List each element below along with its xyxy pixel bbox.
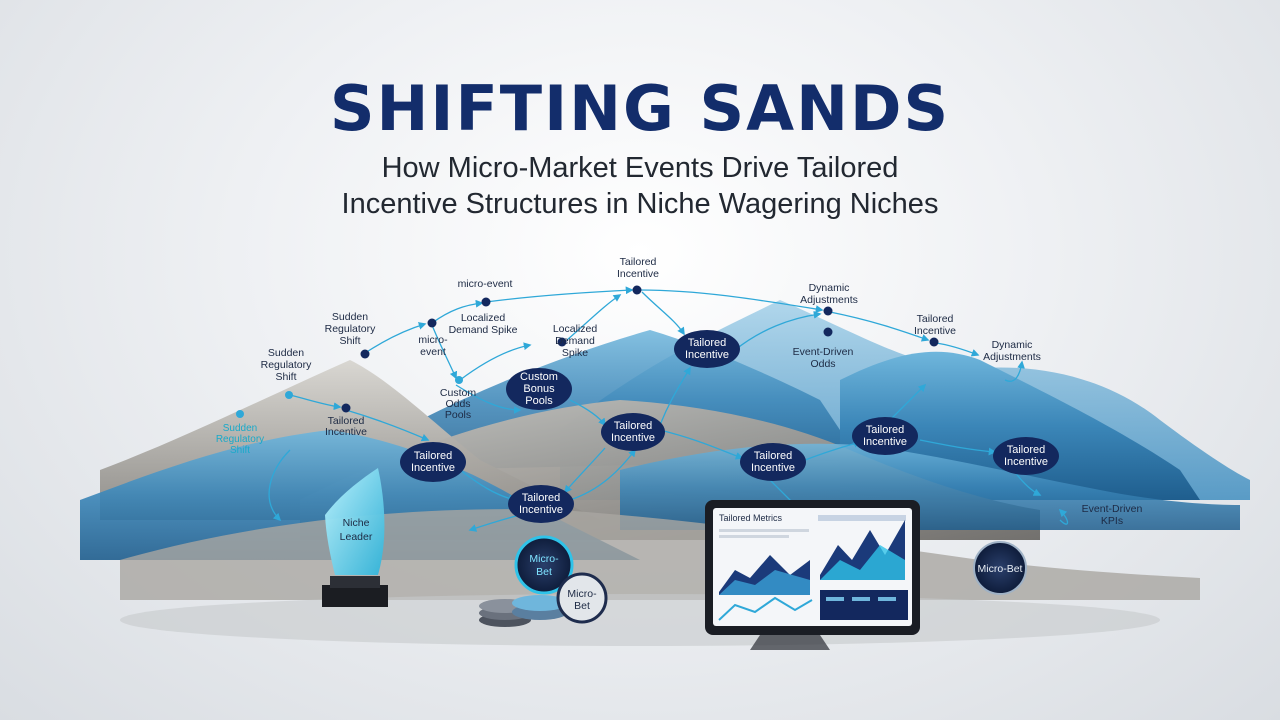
page-subtitle: How Micro-Market Events Drive Tailored I…: [0, 150, 1280, 222]
svg-text:Tailored: Tailored: [1007, 444, 1046, 456]
svg-text:Regulatory: Regulatory: [325, 323, 377, 335]
svg-text:Incentive: Incentive: [611, 432, 655, 444]
svg-text:Regulatory: Regulatory: [216, 434, 264, 445]
label-micro-event-top: micro-event: [458, 278, 513, 290]
svg-text:Incentive: Incentive: [1004, 456, 1048, 468]
svg-text:Custom: Custom: [520, 371, 558, 383]
node-tailored-6[interactable]: Tailored Incentive: [852, 417, 918, 455]
svg-text:Adjustments: Adjustments: [800, 294, 858, 306]
dune-foreground-sand: [120, 509, 1200, 600]
svg-text:Spike: Spike: [562, 347, 588, 359]
svg-text:micro-: micro-: [418, 334, 448, 346]
node-tailored-3[interactable]: Tailored Incentive: [400, 442, 466, 482]
junction-dots: [341, 285, 939, 413]
page-title: SHIFTING SANDS: [329, 72, 951, 145]
svg-text:Incentive: Incentive: [411, 462, 455, 474]
svg-text:Micro-: Micro-: [529, 553, 559, 565]
svg-text:Localized: Localized: [461, 312, 506, 324]
ground-shadow: [120, 594, 1160, 646]
svg-text:Incentive: Incentive: [519, 504, 563, 516]
label-event-driven-kpis: Event-Driven KPIs: [1082, 503, 1143, 527]
svg-text:Incentive: Incentive: [863, 436, 907, 448]
label-localized-spike-2: Localized Demand Spike: [553, 323, 598, 359]
svg-text:Bet: Bet: [574, 600, 590, 612]
svg-text:event: event: [420, 346, 446, 358]
svg-text:Sudden: Sudden: [268, 347, 304, 359]
svg-text:Pools: Pools: [525, 395, 553, 407]
node-tailored-7[interactable]: Tailored Incentive: [993, 437, 1059, 475]
label-sudden-shift-left: Sudden Regulatory Shift: [261, 347, 313, 383]
svg-text:Sudden: Sudden: [223, 423, 257, 434]
label-event-driven-odds: Event-Driven Odds: [793, 346, 854, 370]
svg-text:Micro-Bet: Micro-Bet: [978, 563, 1023, 575]
label-custom-odds-pools: Custom Odds Pools: [440, 387, 476, 421]
node-tailored-1[interactable]: Tailored Incentive: [674, 330, 740, 368]
trophy: Niche Leader: [322, 468, 388, 607]
svg-text:Odds: Odds: [810, 358, 835, 370]
label-tailored-incentive-right: Tailored Incentive: [914, 313, 956, 337]
label-dynamic-adjustments-2: Dynamic Adjustments: [983, 339, 1041, 363]
svg-text:Shift: Shift: [230, 445, 250, 456]
svg-text:Demand: Demand: [555, 335, 595, 347]
svg-text:Tailored: Tailored: [754, 450, 793, 462]
svg-text:Tailored: Tailored: [328, 415, 365, 427]
svg-text:Bonus: Bonus: [523, 383, 555, 395]
svg-text:KPIs: KPIs: [1101, 515, 1123, 527]
svg-text:Odds: Odds: [445, 398, 470, 410]
coin-micro-bet-big: Micro- Bet: [514, 535, 574, 595]
svg-text:Tailored: Tailored: [414, 450, 453, 462]
subtitle-line-2: Incentive Structures in Niche Wagering N…: [341, 188, 939, 220]
subtitle-line-1: How Micro-Market Events Drive Tailored: [381, 152, 899, 184]
tablet: Tailored Metrics: [705, 500, 920, 650]
label-sudden-shift-mid: Sudden Regulatory Shift: [325, 311, 377, 347]
svg-text:Dynamic: Dynamic: [992, 339, 1033, 351]
svg-text:Bet: Bet: [536, 566, 552, 578]
node-tailored-5[interactable]: Tailored Incentive: [740, 443, 806, 481]
svg-text:Pools: Pools: [445, 409, 471, 421]
svg-text:Tailored: Tailored: [522, 492, 561, 504]
svg-text:Demand Spike: Demand Spike: [449, 324, 518, 336]
svg-text:Tailored Metrics: Tailored Metrics: [719, 513, 783, 523]
svg-text:Tailored: Tailored: [614, 420, 653, 432]
svg-text:Dynamic: Dynamic: [809, 282, 850, 294]
svg-text:Event-Driven: Event-Driven: [1082, 503, 1143, 515]
svg-text:Tailored: Tailored: [688, 337, 727, 349]
svg-text:Tailored: Tailored: [917, 313, 954, 325]
svg-text:Tailored: Tailored: [620, 256, 657, 268]
label-tailored-small: Tailored Incentive: [325, 415, 367, 438]
coin-micro-bet-right: Micro-Bet: [973, 541, 1027, 595]
label-localized-spike-1: Localized Demand Spike: [449, 312, 518, 336]
svg-text:Leader: Leader: [340, 531, 373, 543]
svg-text:Localized: Localized: [553, 323, 598, 335]
svg-text:Shift: Shift: [339, 335, 360, 347]
label-sudden-shift-cyan: Sudden Regulatory Shift: [216, 423, 264, 456]
svg-text:Incentive: Incentive: [751, 462, 795, 474]
coin-micro-bet-small: Micro- Bet: [556, 572, 608, 624]
svg-text:Regulatory: Regulatory: [261, 359, 313, 371]
svg-text:Sudden: Sudden: [332, 311, 368, 323]
node-tailored-2[interactable]: Tailored Incentive: [601, 413, 665, 451]
svg-text:Tailored: Tailored: [866, 424, 905, 436]
svg-text:Event-Driven: Event-Driven: [793, 346, 854, 358]
svg-text:Shift: Shift: [275, 371, 296, 383]
svg-text:Incentive: Incentive: [914, 325, 956, 337]
svg-text:Incentive: Incentive: [325, 426, 367, 438]
label-dynamic-adjustments-1: Dynamic Adjustments: [800, 282, 858, 306]
svg-text:Incentive: Incentive: [685, 349, 729, 361]
label-micro-event-mid: micro- event: [418, 334, 448, 358]
svg-text:Incentive: Incentive: [617, 268, 659, 280]
coin-stack: [479, 595, 568, 627]
svg-text:Niche: Niche: [343, 517, 370, 529]
label-tailored-incentive-top: Tailored Incentive: [617, 256, 659, 280]
node-tailored-4[interactable]: Tailored Incentive: [508, 485, 574, 523]
svg-text:Adjustments: Adjustments: [983, 351, 1041, 363]
svg-text:Custom: Custom: [440, 387, 476, 399]
node-custom-bonus[interactable]: Custom Bonus Pools: [506, 368, 572, 410]
svg-text:Micro-: Micro-: [567, 588, 597, 600]
svg-text:micro-event: micro-event: [458, 278, 513, 290]
